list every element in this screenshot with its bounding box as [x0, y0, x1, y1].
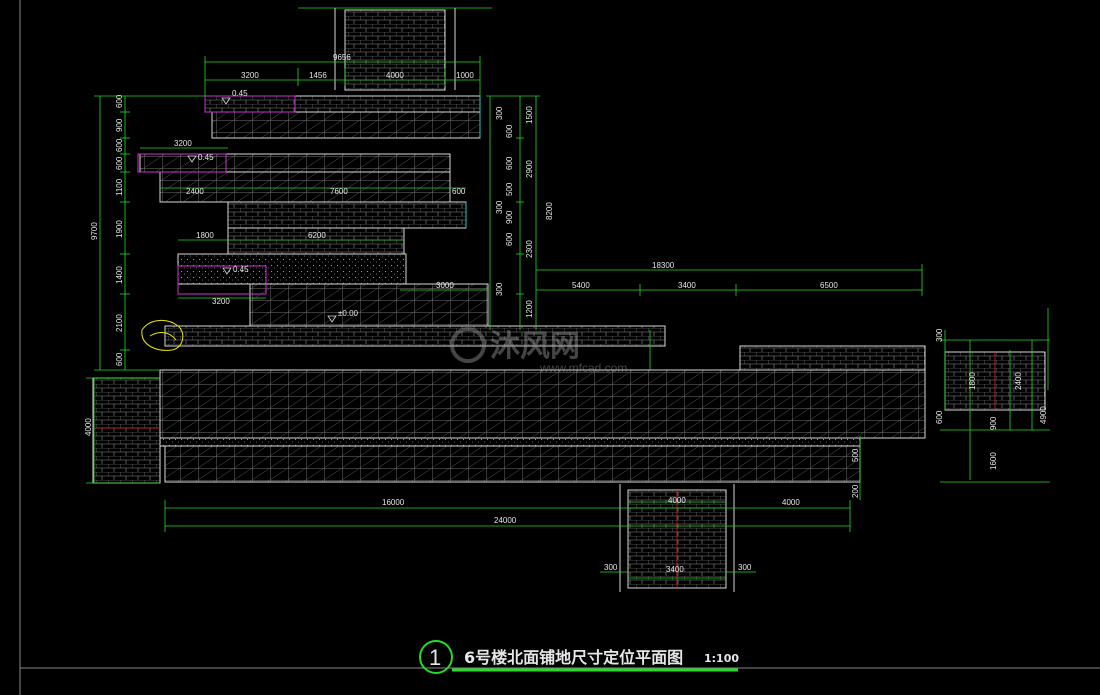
stepped-terraces	[139, 95, 926, 371]
dim-label: 4000	[84, 418, 93, 436]
dim-label: 3400	[678, 281, 696, 290]
dim-label: 5400	[572, 281, 590, 290]
dim-label: 500	[505, 182, 514, 196]
dim-label: 1600	[989, 452, 998, 470]
dim-label: 600	[452, 187, 466, 196]
dim-label: 1000	[456, 71, 474, 80]
dim-label: 600	[115, 156, 124, 170]
dim-label: 600	[505, 156, 514, 170]
drawing-scale: 1:100	[704, 652, 739, 665]
dim-label: 2900	[525, 160, 534, 178]
elevation-label: 0.45	[233, 265, 249, 274]
elevation-label: 0.45	[232, 89, 248, 98]
dim-label: 3400	[666, 565, 684, 574]
drawing-title: 6号楼北面铺地尺寸定位平面图	[464, 648, 683, 667]
top-entrance-block	[298, 7, 492, 91]
dim-label: 4000	[386, 71, 404, 80]
elevation-label: 0.45	[198, 153, 214, 162]
elevation-label: ±0.00	[338, 309, 359, 318]
boulder-sketch	[141, 320, 184, 351]
dim-label: 1200	[525, 300, 534, 318]
dim-label: 7600	[330, 187, 348, 196]
dim-label: 6200	[308, 231, 326, 240]
dim-label: 3200	[174, 139, 192, 148]
sheet-frame	[19, 0, 1100, 695]
main-paving-strip	[159, 369, 926, 483]
dim-label: 3200	[212, 297, 230, 306]
dim-label: 16000	[382, 498, 405, 507]
dim-label: 9700	[90, 222, 99, 240]
dim-label: 300	[495, 282, 504, 296]
dim-label: 900	[115, 118, 124, 132]
dim-label: 900	[989, 416, 998, 430]
dim-label: 24000	[494, 516, 517, 525]
dim-label: 900	[505, 210, 514, 224]
dim-label: 300	[604, 563, 618, 572]
dim-label: 500	[851, 448, 860, 462]
dimension-lines	[86, 56, 1050, 579]
drawing-number: 1	[429, 645, 441, 670]
dim-label: 300	[738, 563, 752, 572]
drawing-title-block: 1 6号楼北面铺地尺寸定位平面图 1:100	[419, 640, 739, 674]
dim-label: 3200	[241, 71, 259, 80]
dim-label: 1100	[115, 178, 124, 196]
dim-label: 1800	[968, 372, 977, 390]
dim-label: 1400	[115, 266, 124, 284]
dim-label: 600	[115, 94, 124, 108]
dim-label: 9656	[333, 53, 351, 62]
dim-label: 600	[115, 138, 124, 152]
dim-label: 200	[851, 484, 860, 498]
dim-label: 18300	[652, 261, 675, 270]
watermark-url: www.mfcad.com	[539, 361, 627, 375]
watermark-text: 沐风网	[490, 329, 580, 364]
dim-label: 6500	[820, 281, 838, 290]
bottom-square-pad	[619, 484, 735, 592]
dim-label: 2400	[186, 187, 204, 196]
right-square-pad	[944, 351, 1046, 411]
dim-label: 600	[505, 232, 514, 246]
dim-label: 4000	[668, 496, 686, 505]
dim-label: 600	[935, 410, 944, 424]
dim-label: 1500	[525, 106, 534, 124]
dim-label: 600	[115, 352, 124, 366]
dim-label: 1800	[196, 231, 214, 240]
dim-label: 300	[935, 328, 944, 342]
dim-label: 2100	[115, 314, 124, 332]
level-pads	[137, 95, 296, 295]
left-square-pad	[92, 377, 161, 484]
dim-label: 4000	[782, 498, 800, 507]
elevation-markers	[187, 97, 337, 323]
dim-label: 4900	[1039, 406, 1048, 424]
watermark: 沐风网 www.mfcad.com	[450, 327, 627, 375]
dim-label: 2300	[525, 240, 534, 258]
dim-label: 2400	[1014, 372, 1023, 390]
dim-label: 8200	[545, 202, 554, 220]
dim-label: 1900	[115, 220, 124, 238]
dim-label: 300	[495, 200, 504, 214]
dim-label: 300	[495, 106, 504, 120]
cyan-edges	[465, 96, 481, 228]
dim-label: 1456	[309, 71, 327, 80]
dim-label: 600	[505, 124, 514, 138]
dim-label: 3000	[436, 281, 454, 290]
